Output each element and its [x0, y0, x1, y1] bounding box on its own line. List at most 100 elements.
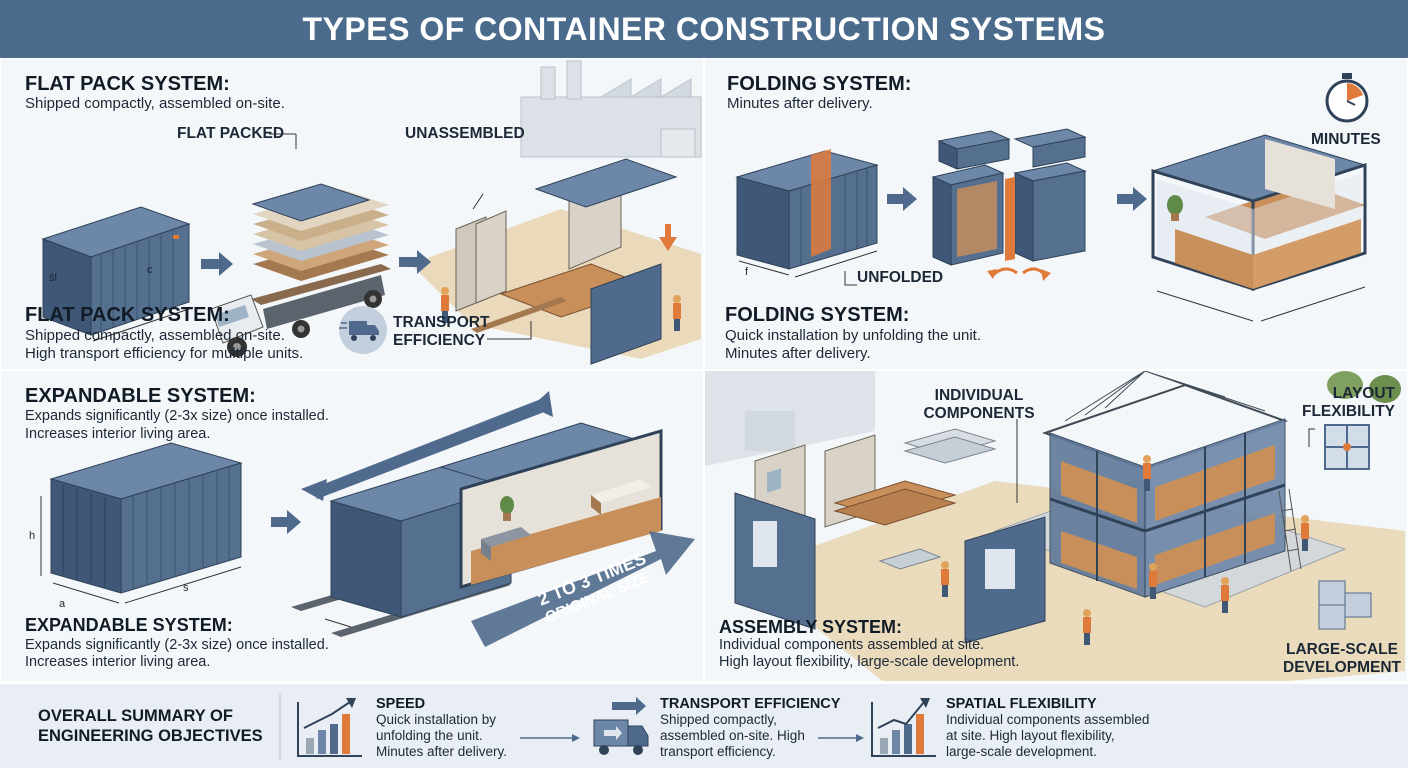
summary-spatial-line-1: Individual components assembled — [946, 712, 1150, 727]
factory-icon — [520, 60, 702, 158]
shipping-container-icon — [40, 442, 243, 604]
flat-pack-line-2: High transport efficiency for multiple u… — [25, 345, 304, 362]
expandable-bottom-heading: EXPANDABLE SYSTEM: — [25, 615, 233, 635]
dimension-f: f — [745, 266, 749, 278]
label-development: DEVELOPMENT — [1283, 659, 1401, 676]
label-unassembled: UNASSEMBLED — [405, 125, 525, 142]
flat-pack-line-1: Shipped compactly, assembled on-site. — [25, 327, 285, 344]
summary-transport-line-2: assembled on-site. High — [660, 728, 805, 743]
warehouse-icon — [705, 371, 875, 466]
arrow-right-icon — [399, 250, 431, 274]
worker-icon — [441, 287, 449, 323]
dimension-s: s — [183, 582, 189, 594]
expandable-bottom-line-2: Increases interior living area. — [25, 654, 211, 670]
assembly-line-2: High layout flexibility, large-scale dev… — [719, 654, 1020, 670]
flat-pack-heading: FLAT PACK SYSTEM: — [25, 73, 230, 95]
worker-icon — [673, 295, 681, 331]
label-components: COMPONENTS — [923, 405, 1035, 422]
summary-spatial-line-2: at site. High layout flexibility, — [946, 728, 1115, 743]
trees-icon — [1327, 371, 1401, 403]
dimension-c: c — [147, 264, 153, 276]
layout-grid-icon — [1324, 424, 1370, 470]
worker-icon — [1301, 515, 1309, 551]
arrow-right-icon — [1117, 187, 1147, 211]
arrow-right-icon — [887, 187, 917, 211]
label-individual: INDIVIDUAL — [934, 387, 1024, 404]
summary-transport-line-3: transport efficiency. — [660, 744, 776, 759]
summary-speed-heading: SPEED — [376, 696, 426, 712]
worker-icon — [941, 561, 949, 597]
bar-chart-icon — [297, 698, 362, 757]
summary-speed-line-3: Minutes after delivery. — [376, 744, 508, 759]
summary-title-line-2: ENGINEERING OBJECTIVES — [38, 727, 263, 745]
summary-icons — [279, 694, 936, 760]
transport-truck-icon — [339, 306, 387, 354]
component-panels-icon — [734, 428, 1046, 644]
label-layout: LAYOUT — [1332, 385, 1395, 402]
assembly-illustration — [705, 371, 1405, 681]
folded-container-icon — [735, 149, 879, 278]
expandable-panel: EXPANDABLE SYSTEM: Expands significantly… — [0, 370, 704, 682]
flat-pack-illustration — [41, 60, 702, 365]
flat-pack-subtitle: Shipped compactly, assembled on-site. — [25, 95, 285, 112]
expandable-bottom-line-1: Expands significantly (2-3x size) once i… — [25, 637, 329, 653]
summary-spatial-heading: SPATIAL FLEXIBILITY — [946, 696, 1097, 712]
plant-icon — [1167, 195, 1183, 221]
growth-chart-icon — [871, 698, 936, 757]
label-large-scale: LARGE-SCALE — [1286, 641, 1398, 658]
building-frame-icon — [1041, 371, 1302, 598]
page-title: TYPES OF CONTAINER CONSTRUCTION SYSTEMS — [302, 11, 1106, 47]
expandable-heading: EXPANDABLE SYSTEM: — [25, 385, 256, 407]
unfolded-room-icon — [1151, 134, 1367, 322]
flat-pack-bottom-heading: FLAT PACK SYSTEM: — [25, 304, 230, 326]
summary-speed-line-2: unfolding the unit. — [376, 728, 483, 743]
label-transport: TRANSPORT — [393, 314, 490, 331]
summary-title-line-1: OVERALL SUMMARY OF — [38, 707, 233, 725]
header-bar: TYPES OF CONTAINER CONSTRUCTION SYSTEMS — [0, 0, 1408, 58]
worker-icon — [1149, 563, 1157, 599]
assembly-line-1: Individual components assembled at site. — [719, 637, 985, 653]
assembly-heading: ASSEMBLY SYSTEM: — [719, 617, 903, 637]
folding-heading: FOLDING SYSTEM: — [727, 73, 912, 95]
assembly-panel: INDIVIDUAL COMPONENTS LAYOUT FLEXIBILITY… — [704, 370, 1408, 682]
label-efficiency: EFFICIENCY — [393, 332, 486, 349]
arrow-right-icon — [271, 510, 301, 534]
truck-icon — [210, 183, 391, 357]
dimension-a: a — [59, 598, 66, 610]
arrow-right-icon — [856, 734, 864, 742]
expandable-line-1: Expands significantly (2-3x size) once i… — [25, 408, 329, 424]
dimension-l: ŝl — [49, 272, 57, 284]
label-flexibility: FLEXIBILITY — [1302, 403, 1395, 420]
plant-icon — [500, 496, 514, 521]
expansion-arrow-icon — [301, 391, 553, 501]
label-flat-packed: FLAT PACKED — [177, 125, 285, 142]
arrow-right-icon — [572, 734, 580, 742]
dimension-h: h — [29, 530, 36, 542]
folding-line-2: Minutes after delivery. — [725, 345, 871, 362]
worker-icon — [1143, 455, 1151, 491]
folding-subtitle: Minutes after delivery. — [727, 95, 873, 112]
folding-bottom-heading: FOLDING SYSTEM: — [725, 304, 910, 326]
stacked-modules-icon — [1318, 580, 1372, 630]
summary-transport-line-1: Shipped compactly, — [660, 712, 777, 727]
worker-icon — [1083, 609, 1091, 645]
expanded-container-icon — [329, 422, 663, 618]
label-minutes: MINUTES — [1311, 131, 1381, 148]
summary-speed-line-1: Quick installation by — [376, 712, 497, 727]
delivery-truck-icon — [593, 697, 649, 755]
folding-line-1: Quick installation by unfolding the unit… — [725, 327, 981, 344]
arrow-right-icon — [201, 252, 233, 276]
expandable-illustration — [40, 391, 695, 647]
summary-footer: OVERALL SUMMARY OF ENGINEERING OBJECTIVE… — [0, 682, 1408, 768]
label-unfolded: UNFOLDED — [857, 269, 944, 286]
unfolding-container-icon — [931, 128, 1087, 266]
size-arrow-icon — [471, 531, 695, 647]
summary-transport-heading: TRANSPORT EFFICIENCY — [660, 696, 841, 712]
arrow-down-icon — [659, 224, 677, 251]
wall-panels-icon — [455, 158, 678, 365]
shipping-container-icon — [41, 206, 191, 342]
sofa-icon — [481, 527, 531, 561]
expandable-line-2: Increases interior living area. — [25, 426, 211, 442]
bed-icon — [591, 479, 651, 515]
summary-spatial-line-3: large-scale development. — [946, 744, 1097, 759]
